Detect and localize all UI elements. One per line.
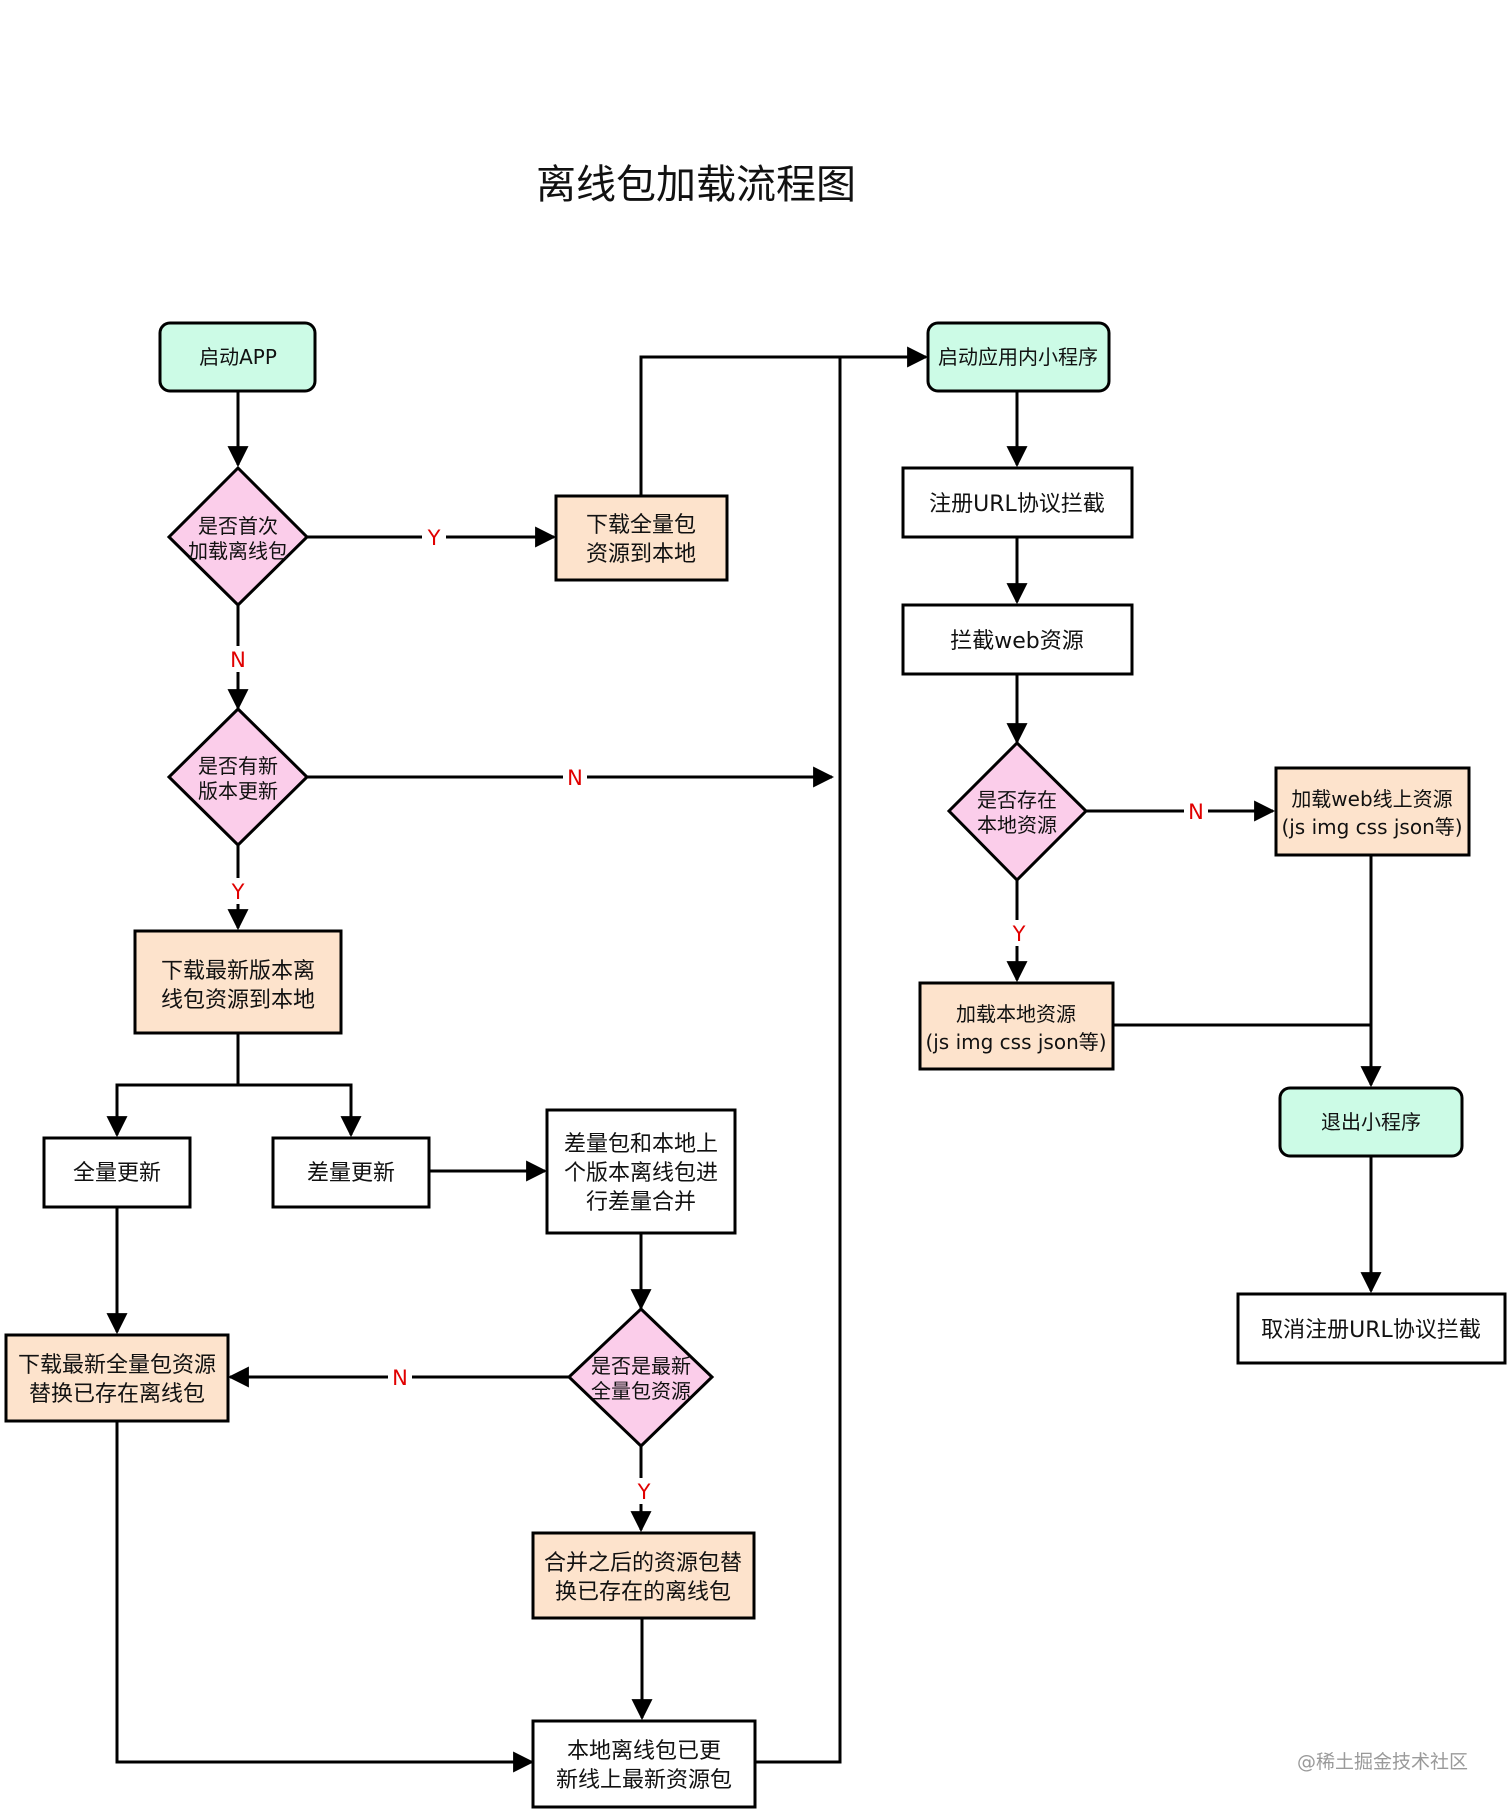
edge-label-local-resource-no: N [1184,798,1208,824]
svg-text:是否是最新: 是否是最新 [591,1354,691,1378]
node-diff-update: 差量更新 [271,1136,431,1209]
svg-text:加载离线包: 加载离线包 [188,539,288,563]
svg-text:退出小程序: 退出小程序 [1321,1110,1421,1134]
svg-text:换已存在的离线包: 换已存在的离线包 [555,1580,731,1605]
decision-is-first-load: 是否首次 加载离线包 [166,465,310,608]
svg-text:(js img css json等): (js img css json等) [1281,815,1462,839]
svg-text:(js img css json等): (js img css json等) [925,1030,1106,1054]
svg-text:新线上最新资源包: 新线上最新资源包 [556,1768,732,1793]
svg-text:取消注册URL协议拦截: 取消注册URL协议拦截 [1261,1318,1481,1343]
node-load-web-online: 加载web线上资源 (js img css json等) [1274,766,1471,857]
svg-text:个版本离线包进: 个版本离线包进 [564,1161,718,1186]
edge-label-new-version-no: N [563,764,587,790]
node-unregister-url-intercept: 取消注册URL协议拦截 [1236,1292,1507,1365]
svg-text:Y: Y [637,1480,651,1504]
svg-text:合并之后的资源包替: 合并之后的资源包替 [544,1551,742,1576]
svg-text:下载最新全量包资源: 下载最新全量包资源 [18,1353,216,1378]
svg-text:Y: Y [427,526,441,550]
svg-text:全量更新: 全量更新 [73,1161,161,1186]
node-start-mini-program: 启动应用内小程序 [926,321,1111,393]
svg-text:N: N [392,1366,408,1390]
node-download-latest-full-replace: 下载最新全量包资源 替换已存在离线包 [4,1333,230,1423]
svg-text:下载最新版本离: 下载最新版本离 [161,959,315,984]
svg-text:本地离线包已更: 本地离线包已更 [567,1739,721,1764]
svg-text:差量包和本地上: 差量包和本地上 [564,1132,718,1157]
svg-text:全量包资源: 全量包资源 [591,1379,691,1403]
node-download-full-local: 下载全量包 资源到本地 [554,494,729,582]
watermark: @稀土掘金技术社区 [1297,1751,1468,1773]
svg-text:Y: Y [1012,922,1026,946]
edge-label-latest-yes: Y [632,1478,656,1504]
edge-label-latest-no: N [388,1364,412,1390]
svg-text:线包资源到本地: 线包资源到本地 [161,988,315,1013]
node-local-updated: 本地离线包已更 新线上最新资源包 [531,1719,757,1809]
svg-text:行差量合并: 行差量合并 [586,1190,696,1215]
svg-text:版本更新: 版本更新 [198,779,278,803]
svg-text:加载web线上资源: 加载web线上资源 [1291,787,1452,811]
svg-text:N: N [230,648,246,672]
node-start-app: 启动APP [158,321,317,393]
edge-to-diff-update [238,1083,362,1138]
edge-local-to-mini [755,357,842,1764]
diagram-title: 离线包加载流程图 [536,162,856,208]
decision-is-latest-full: 是否是最新 全量包资源 [566,1306,715,1449]
node-load-local-resource: 加载本地资源 (js img css json等) [918,981,1115,1071]
node-register-url-intercept: 注册URL协议拦截 [901,466,1134,539]
node-merged-replace: 合并之后的资源包替 换已存在的离线包 [531,1531,756,1620]
edge-download-full-to-mini [639,346,929,496]
node-full-update: 全量更新 [42,1136,192,1209]
edge-label-new-version-yes: Y [226,878,250,904]
svg-text:是否存在: 是否存在 [977,788,1057,812]
edge-download-replace-to-local [115,1421,535,1773]
edge-label-local-resource-yes: Y [1007,920,1031,946]
svg-text:加载本地资源: 加载本地资源 [956,1002,1076,1026]
svg-text:注册URL协议拦截: 注册URL协议拦截 [929,492,1105,517]
svg-text:启动应用内小程序: 启动应用内小程序 [938,345,1098,369]
node-intercept-web: 拦截web资源 [901,603,1134,676]
node-merge-diff: 差量包和本地上 个版本离线包进 行差量合并 [545,1108,737,1235]
svg-text:下载全量包: 下载全量包 [586,513,696,538]
svg-text:替换已存在离线包: 替换已存在离线包 [29,1382,205,1407]
edge-label-first-load-yes: Y [422,524,446,550]
decision-has-new-version: 是否有新 版本更新 [166,706,310,848]
svg-text:差量更新: 差量更新 [307,1161,395,1186]
node-exit-mini-program: 退出小程序 [1278,1086,1464,1158]
edge-label-first-load-no: N [226,646,250,672]
svg-text:本地资源: 本地资源 [977,813,1057,837]
svg-text:启动APP: 启动APP [199,345,277,369]
svg-text:N: N [567,766,583,790]
svg-text:拦截web资源: 拦截web资源 [950,629,1084,654]
node-download-latest: 下载最新版本离 线包资源到本地 [133,929,343,1035]
svg-text:资源到本地: 资源到本地 [586,542,696,567]
edge-to-full-update [106,1033,240,1138]
svg-text:N: N [1188,800,1204,824]
svg-text:Y: Y [231,880,245,904]
decision-has-local-resource: 是否存在 本地资源 [946,740,1089,883]
svg-text:是否有新: 是否有新 [198,754,278,778]
svg-text:是否首次: 是否首次 [198,514,278,538]
